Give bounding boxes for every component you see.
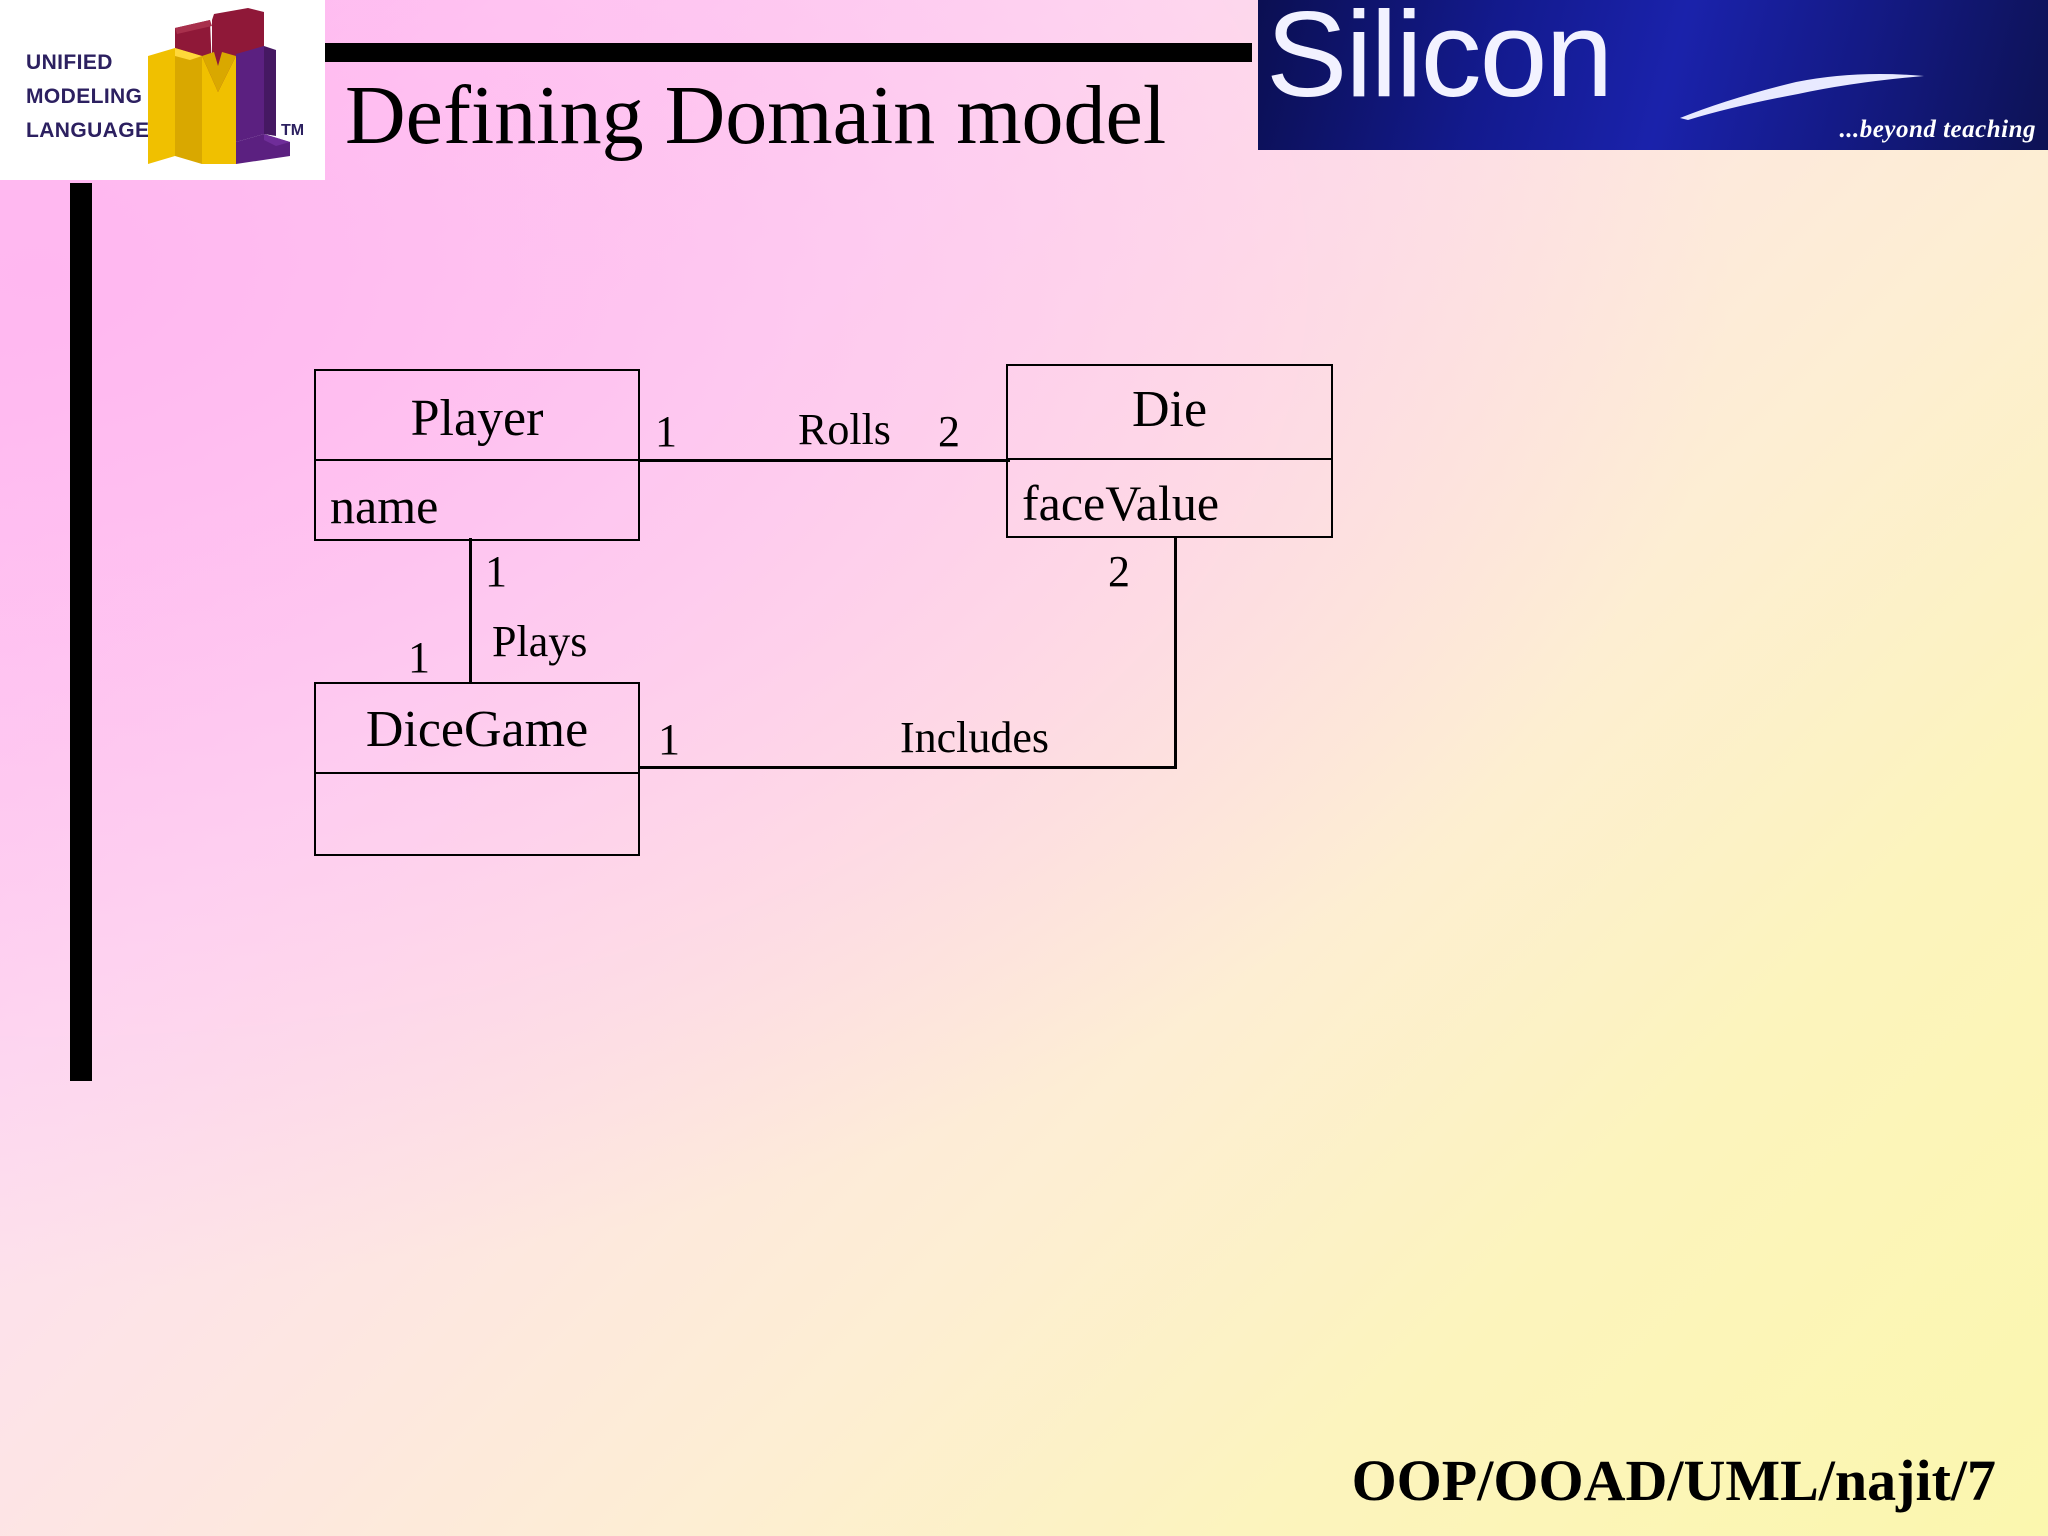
uml-class-dicegame[interactable]: DiceGame <box>314 682 640 856</box>
uml-class-player-name-compartment: Player <box>316 371 638 459</box>
uml-trademark-label: TM <box>281 122 305 139</box>
uml-class-dicegame-name-compartment: DiceGame <box>316 684 638 772</box>
association-line-includes-vertical <box>1174 536 1177 768</box>
multiplicity-plays-dicegame: 1 <box>408 633 430 682</box>
association-label-rolls: Rolls <box>798 405 891 454</box>
uml-class-die-attribute-facevalue: faceValue <box>1022 475 1220 531</box>
association-line-includes-horizontal <box>638 766 1177 769</box>
uml-class-die-attributes-compartment: faceValue <box>1008 458 1331 538</box>
uml-class-die[interactable]: Die faceValue <box>1006 364 1333 538</box>
multiplicity-includes-die: 2 <box>1108 547 1130 596</box>
uml-class-player-attributes-compartment: name <box>316 459 638 541</box>
uml-class-dicegame-name: DiceGame <box>365 701 589 758</box>
uml-class-die-name-compartment: Die <box>1008 366 1331 458</box>
uml-logo-line-language: LANGUAGE <box>26 119 150 142</box>
association-label-includes: Includes <box>900 713 1050 762</box>
title-rule-bar <box>322 43 1252 62</box>
association-label-plays: Plays <box>492 617 588 666</box>
association-line-plays <box>469 538 472 684</box>
multiplicity-rolls-die: 2 <box>938 407 960 456</box>
uml-class-player-name: Player <box>410 390 544 447</box>
silicon-tagline: ...beyond teaching <box>1839 116 2036 143</box>
slide-footer: OOP/OOAD/UML/najit/7 <box>1351 1448 1996 1513</box>
left-accent-bar <box>70 183 92 1081</box>
silicon-logo: Silicon ...beyond teaching <box>1258 0 2048 150</box>
multiplicity-rolls-player: 1 <box>655 407 677 456</box>
uml-class-player-attribute-name: name <box>330 478 439 534</box>
uml-logo: UNIFIED MODELING LANGUAGE TM <box>0 0 325 180</box>
uml-class-dicegame-attributes-compartment <box>316 772 638 856</box>
uml-class-player[interactable]: Player name <box>314 369 640 541</box>
multiplicity-includes-dicegame: 1 <box>658 715 680 764</box>
silicon-swoosh-icon <box>1680 74 1924 120</box>
silicon-wordmark: Silicon <box>1266 0 1613 122</box>
uml-logo-line-modeling: MODELING <box>26 85 143 108</box>
page-title: Defining Domain model <box>345 69 1167 162</box>
uml-3d-letters-icon <box>148 8 290 164</box>
association-line-rolls <box>638 459 1010 462</box>
uml-class-die-name: Die <box>1131 381 1208 438</box>
multiplicity-plays-player: 1 <box>485 547 507 596</box>
uml-logo-line-unified: UNIFIED <box>26 51 113 74</box>
uml-logo-wordmark: UNIFIED MODELING LANGUAGE <box>26 46 150 148</box>
